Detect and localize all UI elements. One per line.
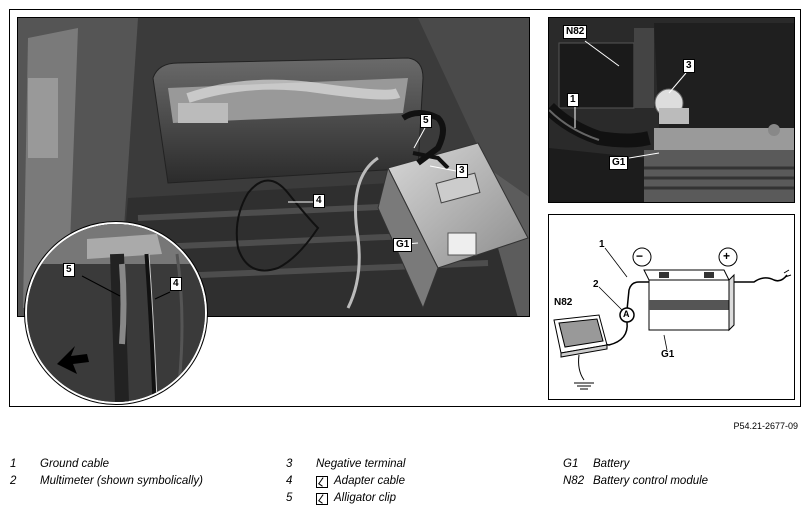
legend-key: 2 [10, 475, 17, 487]
diagram-label-n82: N82 [554, 297, 573, 308]
legend-item: G1 Battery [563, 456, 708, 473]
legend-text: Battery [593, 458, 630, 470]
legend-text: Alligator clip [334, 492, 396, 504]
legend-item: 3 Negative terminal [286, 456, 405, 473]
pointer-arrow-icon [57, 346, 89, 374]
top-right-callout-3: 3 [683, 59, 695, 73]
top-right-callout-n82: N82 [563, 25, 588, 39]
negative-terminal-symbol [632, 247, 652, 267]
legend-text: Ground cable [40, 458, 110, 470]
legend-item: 2 Multimeter (shown symbolically) [10, 473, 203, 490]
legend-column-3: G1 Battery N82 Battery control module [563, 456, 708, 490]
inset-callout-5: 5 [63, 263, 75, 277]
legend-key: G1 [563, 458, 579, 470]
legend-column-1: 1 Ground cable 2 Multimeter (shown symboli… [10, 456, 203, 490]
top-right-callout-1: 1 [567, 93, 579, 107]
diagram-label-2: 2 [593, 279, 599, 290]
top-right-callout-g1: G1 [609, 156, 629, 170]
legend-item: 4 Adapter cable [286, 473, 405, 490]
callout-4: 4 [313, 194, 325, 208]
positive-sign: + [723, 249, 731, 263]
legend-text: Multimeter (shown symbolically) [40, 475, 203, 487]
inset-illustration [27, 224, 205, 402]
top-right-illustration [549, 18, 794, 202]
special-tool-icon [316, 492, 328, 505]
legend-key: 5 [286, 492, 293, 504]
diagram-label-1: 1 [599, 239, 605, 250]
positive-terminal-symbol [718, 247, 738, 267]
legend-key: N82 [563, 475, 585, 487]
legend-item: 5 Alligator clip [286, 490, 405, 507]
legend-column-2: 3 Negative terminal 4 Adapter cable 5 Allig… [286, 456, 405, 507]
inset-callout-4: 4 [170, 277, 182, 291]
legend-key: 1 [10, 458, 17, 470]
inset-detail-photo [25, 222, 207, 404]
legend-text: Negative terminal [316, 458, 406, 470]
negative-sign: − [636, 249, 644, 263]
top-right-photo [548, 17, 795, 203]
legend-key: 4 [286, 475, 293, 487]
callout-g1: G1 [393, 238, 413, 252]
main-photo-illustration [18, 18, 529, 316]
wiring-diagram-drawing [553, 247, 792, 390]
multimeter-label: A [623, 309, 630, 319]
legend-key: 3 [286, 458, 293, 470]
legend-text: Adapter cable [334, 475, 405, 487]
callout-5: 5 [420, 114, 432, 128]
callout-3: 3 [456, 164, 468, 178]
legend-text: Battery control module [593, 475, 709, 487]
wiring-diagram: − + 1 2 A N82 G1 [548, 214, 795, 400]
special-tool-icon [316, 475, 328, 488]
legend-item: N82 Battery control module [563, 473, 708, 490]
diagram-label-g1: G1 [661, 349, 675, 360]
figure-reference: P54.21-2677-09 [733, 421, 798, 431]
battery-top [643, 269, 730, 281]
legend-item: 1 Ground cable [10, 456, 203, 473]
